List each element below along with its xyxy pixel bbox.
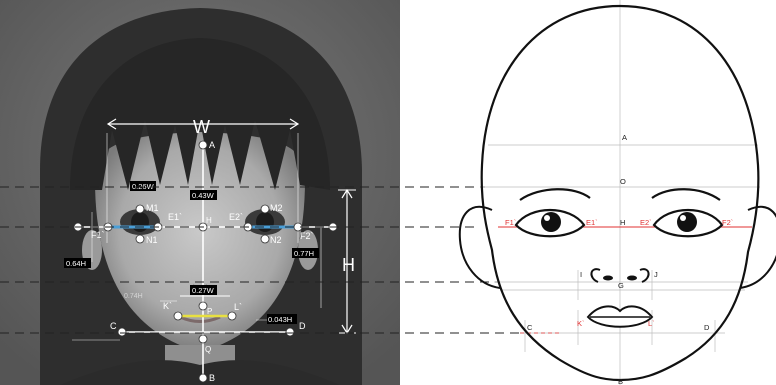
label-E1: E1` — [168, 212, 182, 222]
right-eyebrow — [652, 189, 720, 200]
svg-text:0.77H: 0.77H — [294, 249, 314, 258]
right-ear-outline — [740, 207, 776, 288]
drawing-label-B: B — [618, 377, 623, 385]
label-K: K` — [163, 301, 172, 311]
drawing-label-G: G — [618, 281, 624, 290]
label-F2: F2` — [300, 231, 314, 241]
nose-left-curl — [591, 269, 600, 282]
svg-text:0.43W: 0.43W — [192, 191, 215, 200]
label-C: C — [110, 321, 117, 331]
drawing-label-F1: F1` — [505, 218, 516, 227]
label-E2: E2` — [229, 212, 243, 222]
drawing-label-I: I — [580, 270, 582, 279]
svg-text:0.27W: 0.27W — [192, 286, 215, 295]
drawing-label-E1: E1` — [586, 218, 598, 227]
drawing-label-J: J — [654, 270, 658, 279]
left-eyebrow — [520, 189, 590, 200]
tag-0-77h: 0.77H — [292, 248, 319, 258]
drawing-label-A: A — [622, 133, 627, 142]
label-M2: M2 — [270, 203, 283, 213]
label-N2: N2 — [270, 235, 282, 245]
drawing-label-H: H — [620, 218, 625, 227]
label-D: D — [299, 321, 306, 331]
right-pupil-highlight — [680, 215, 686, 221]
nostril-left — [603, 276, 613, 281]
drawing-label-L: L` — [648, 319, 655, 328]
left-ear-outline — [460, 207, 500, 288]
right-iris — [256, 212, 274, 232]
tag-0-64h: 0.64H — [64, 258, 91, 268]
left-iris — [131, 212, 149, 232]
right-pupil — [677, 212, 697, 232]
drawing-labels: A O H G B I J C D — [527, 133, 710, 385]
tag-0-043h: 0.043H — [267, 314, 297, 324]
drawing-label-C: C — [527, 323, 533, 332]
line-drawing — [460, 0, 776, 385]
nostril-right — [627, 276, 637, 281]
left-pupil-highlight — [544, 215, 550, 221]
label-P: P — [207, 307, 212, 316]
tag-0-43w: 0.43W — [190, 190, 217, 200]
svg-text:0.64H: 0.64H — [66, 259, 86, 268]
faint-measure-label: 0.74H — [124, 293, 143, 300]
label-B: B — [209, 373, 215, 383]
label-A: A — [209, 140, 215, 150]
label-M1: M1 — [146, 203, 159, 213]
nose-right-curl — [640, 269, 649, 282]
tag-0-27w: 0.27W — [190, 285, 217, 295]
label-H: H — [206, 216, 212, 225]
height-label: H — [342, 255, 355, 275]
drawing-label-O: O — [620, 177, 626, 186]
drawing-label-F2: F2` — [722, 218, 733, 227]
label-N1: N1 — [146, 235, 158, 245]
label-Q: Q — [205, 345, 211, 354]
width-label: W — [193, 117, 210, 137]
drawing-label-K: K` — [577, 319, 585, 328]
label-F1: F1` — [91, 230, 105, 240]
drawing-label-E2: E2` — [640, 218, 652, 227]
drawing-label-D: D — [704, 323, 710, 332]
tag-0-26w: 0.26W — [130, 181, 156, 191]
svg-text:0.043H: 0.043H — [268, 315, 292, 324]
label-L: L` — [234, 302, 242, 312]
left-pupil — [541, 212, 561, 232]
